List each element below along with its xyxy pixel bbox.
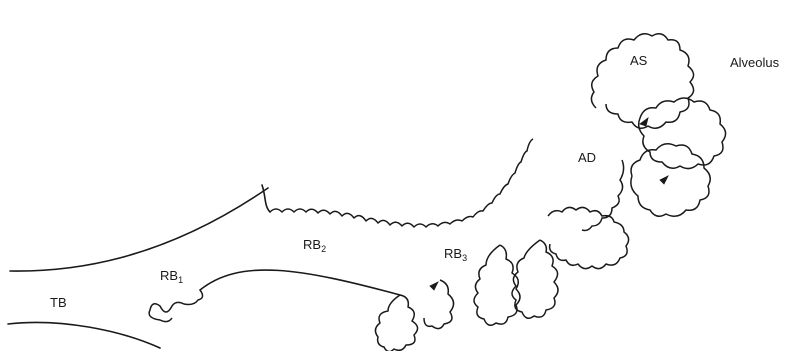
label-tb: TB — [50, 295, 67, 310]
alveolar-cluster-rb3-small — [423, 279, 455, 330]
label-rb1: RB1 — [160, 268, 183, 285]
label-alveolus: Alveolus — [730, 55, 780, 70]
junction-mark — [639, 117, 649, 127]
junction-mark — [659, 175, 669, 185]
rb1-alveolar-bud — [148, 289, 204, 323]
alveolar-cluster-hanging-left — [473, 244, 521, 326]
respiratory-bronchiole-2-wall-tick — [261, 184, 271, 213]
alveolus-cluster-lower-right — [630, 143, 711, 217]
alveolar-sac-top — [590, 33, 695, 129]
alveolar-cluster-rb3-lower — [374, 294, 419, 351]
label-rb2: RB2 — [303, 237, 326, 254]
respiratory-bronchiole-lower-wall — [199, 269, 401, 296]
label-ad: AD — [578, 150, 596, 165]
alveolus-cluster-right — [637, 97, 727, 170]
terminal-bronchiole-upper-wall — [9, 187, 269, 272]
alveolar-duct-inner-wall — [581, 159, 625, 232]
terminal-bronchiole-lower-wall — [7, 321, 161, 349]
label-rb3: RB3 — [444, 246, 467, 263]
alveolar-branch-horizontal — [547, 206, 630, 270]
alveolar-cluster-hanging-right — [511, 239, 559, 319]
junction-mark — [429, 281, 439, 291]
label-as: AS — [630, 53, 648, 68]
respiratory-bronchiole-upper-scalloped-wall — [269, 138, 534, 228]
